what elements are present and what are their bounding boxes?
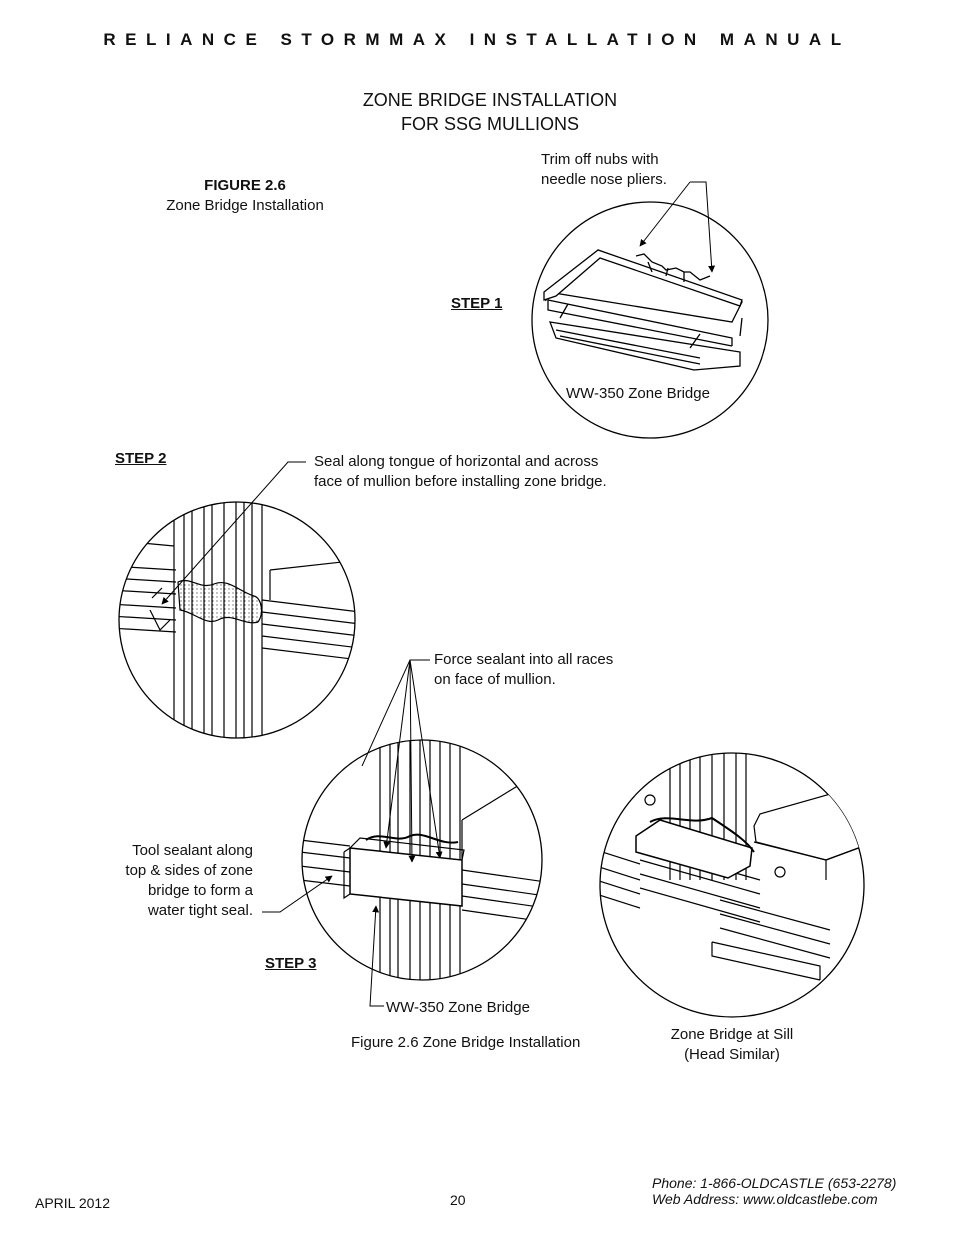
step3-tool-note: Tool sealant along top & sides of zone b… xyxy=(100,841,253,921)
sill-line-1: Zone Bridge at Sill xyxy=(670,1026,794,1043)
sill-line-2: (Head Similar) xyxy=(684,1046,780,1063)
title-line-2: FOR SSG MULLIONS xyxy=(400,114,580,134)
step2-note: Seal along tongue of horizontal and acro… xyxy=(314,452,607,492)
step1-label: STEP 1 xyxy=(451,295,503,312)
figure-caption: FIGURE 2.6 Zone Bridge Installation xyxy=(140,176,350,216)
step1-note-line-1: Trim off nubs with xyxy=(541,151,659,168)
step2-note-line-1: Seal along tongue of horizontal and acro… xyxy=(314,453,599,470)
step3-tool-line-1: Tool sealant along xyxy=(132,842,253,859)
footer-date: APRIL 2012 xyxy=(35,1195,110,1211)
step1-note: Trim off nubs with needle nose pliers. xyxy=(541,150,667,190)
step3-tool-line-3: bridge to form a xyxy=(147,882,253,899)
figure-number: FIGURE 2.6 xyxy=(204,177,286,194)
step3-label: STEP 3 xyxy=(265,955,317,972)
sill-detail-circle xyxy=(599,752,865,1018)
step3-force-line-1: Force sealant into all races xyxy=(434,651,614,668)
step3-figure-note: Figure 2.6 Zone Bridge Installation xyxy=(351,1034,581,1051)
footer-phone: Phone: 1-866-OLDCASTLE (653-2278) xyxy=(652,1175,897,1191)
footer-web: Web Address: www.oldcastlebe.com xyxy=(652,1191,878,1207)
title-line-1: ZONE BRIDGE INSTALLATION xyxy=(362,90,618,110)
step3-part-label: WW-350 Zone Bridge xyxy=(386,999,530,1016)
manual-header: RELIANCE STORMMAX INSTALLATION MANUAL xyxy=(103,30,851,49)
step2-detail-circle xyxy=(118,501,356,739)
sill-note: Zone Bridge at Sill (Head Similar) xyxy=(642,1025,822,1065)
step3-force-note: Force sealant into all races on face of … xyxy=(434,650,613,690)
step1-note-line-2: needle nose pliers. xyxy=(541,171,667,188)
step2-note-line-2: face of mullion before installing zone b… xyxy=(314,473,607,490)
footer-contact: Phone: 1-866-OLDCASTLE (653-2278) Web Ad… xyxy=(652,1175,896,1207)
step1-detail-circle xyxy=(531,201,769,439)
page-number: 20 xyxy=(450,1192,466,1208)
step1-part-label: WW-350 Zone Bridge xyxy=(566,385,710,402)
page-title: ZONE BRIDGE INSTALLATION FOR SSG MULLION… xyxy=(300,88,680,136)
step3-force-line-2: on face of mullion. xyxy=(434,671,556,688)
step3-tool-line-4: water tight seal. xyxy=(147,902,253,919)
step2-leader xyxy=(161,461,306,605)
step1-leaders xyxy=(639,181,716,273)
step3-tool-line-2: top & sides of zone xyxy=(125,862,253,879)
figure-caption-text: Zone Bridge Installation xyxy=(166,197,324,214)
step3-leaders xyxy=(262,659,443,1007)
step3-detail-circle xyxy=(301,739,543,981)
step2-label: STEP 2 xyxy=(115,450,167,467)
